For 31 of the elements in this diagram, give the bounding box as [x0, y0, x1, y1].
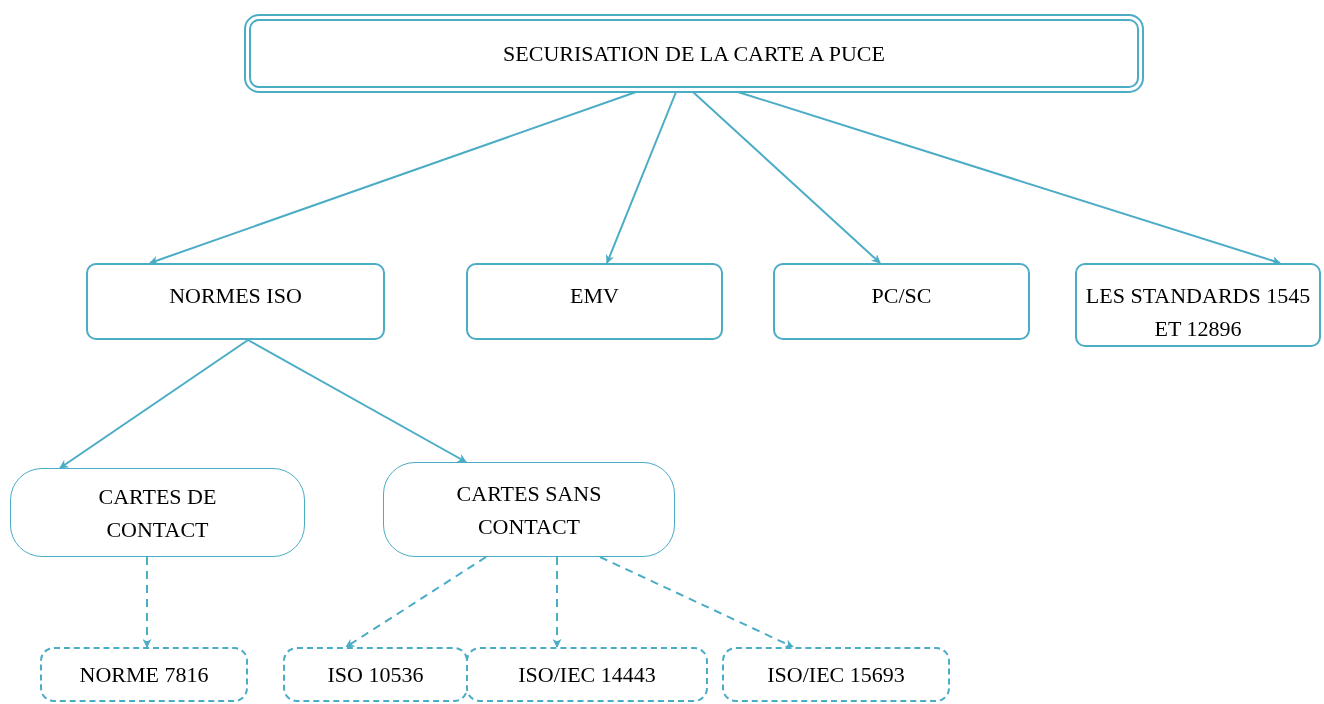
- node-label: ISO/IEC 15693: [766, 661, 906, 689]
- arrow: [552, 556, 562, 648]
- box: [10, 468, 305, 557]
- arrow: [247, 339, 467, 463]
- box: [283, 647, 468, 702]
- arrow: [692, 91, 881, 264]
- box: [40, 647, 248, 702]
- node-label: PC/SC: [870, 282, 933, 310]
- node-label: LES STANDARDS 1545 ET 12896: [1084, 282, 1312, 343]
- arrow: [59, 339, 249, 469]
- node-label: CARTES DE CONTACT: [97, 482, 218, 544]
- box: [86, 263, 385, 340]
- box: [383, 462, 675, 557]
- arrow: [345, 556, 487, 648]
- arrow: [142, 556, 152, 648]
- arrow: [149, 91, 637, 265]
- arrow: [737, 91, 1281, 265]
- arrow: [599, 556, 794, 648]
- arrow: [605, 91, 677, 264]
- box: [466, 647, 708, 702]
- node-label: NORMES ISO: [168, 282, 303, 310]
- node-label: EMV: [569, 282, 620, 310]
- node-label: ISO 10536: [326, 661, 425, 689]
- node-label: ISO/IEC 14443: [517, 661, 657, 689]
- box: [722, 647, 950, 702]
- node-label: SECURISATION DE LA CARTE A PUCE: [502, 40, 886, 68]
- box: [1075, 263, 1321, 347]
- node-label: NORME 7816: [78, 661, 210, 689]
- node-label: CARTES SANS CONTACT: [455, 479, 603, 541]
- box: [773, 263, 1030, 340]
- box: [466, 263, 723, 340]
